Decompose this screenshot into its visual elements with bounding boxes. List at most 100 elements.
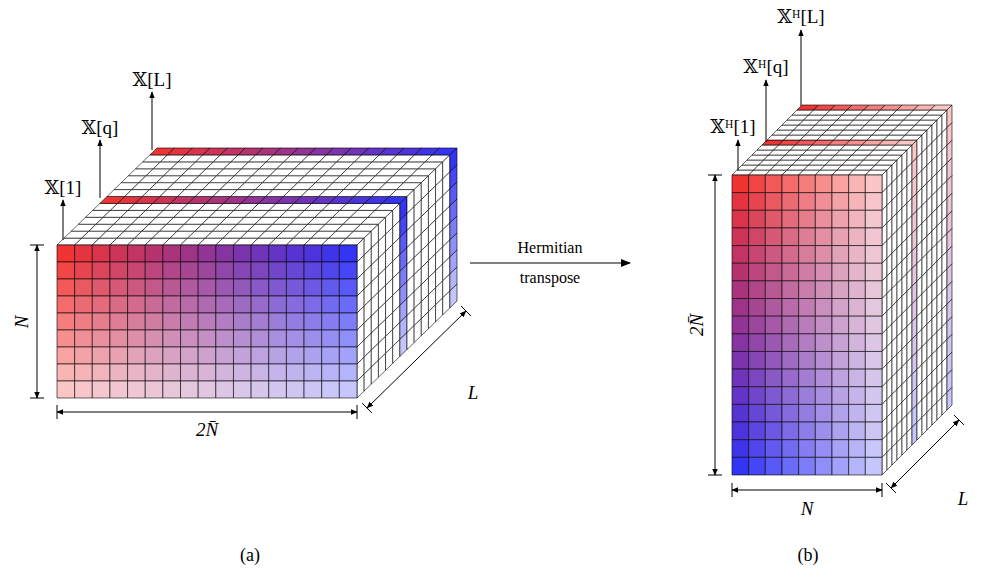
tensor-cell xyxy=(849,299,866,317)
slice-label: 𝕏[q] xyxy=(82,118,119,139)
tensor-cell xyxy=(927,407,932,430)
tensor-cell xyxy=(782,404,799,422)
tensor-cell xyxy=(897,437,902,460)
tensor-cell xyxy=(815,404,832,422)
tensor-cell xyxy=(732,351,749,369)
tensor-cell xyxy=(832,404,849,422)
tensor-cell xyxy=(163,245,181,262)
slice-label: 𝕏[L] xyxy=(132,70,171,91)
tensor-cell xyxy=(75,313,93,330)
tensor-cell xyxy=(128,381,146,398)
edge-label: Hermitian transpose xyxy=(495,233,605,293)
tensor-cell xyxy=(765,281,782,299)
tensor-cell xyxy=(865,316,882,334)
tensor-cell xyxy=(304,364,322,381)
tensor-cell xyxy=(832,351,849,369)
tensor-cell xyxy=(732,228,749,246)
tensor-cell xyxy=(865,440,882,458)
dimension-line xyxy=(891,420,959,488)
tensor-cell xyxy=(815,351,832,369)
tensor-cell xyxy=(57,245,75,262)
tensor-cell xyxy=(322,330,340,347)
tensor-cell xyxy=(732,457,749,475)
tensor-cell xyxy=(216,279,234,296)
dimension-label: N xyxy=(12,316,33,329)
tensor-cell xyxy=(216,330,234,347)
tensor-cell xyxy=(304,381,322,398)
tensor-cell xyxy=(749,387,766,405)
tensor-cell xyxy=(251,330,269,347)
tensor-cell xyxy=(849,263,866,281)
tensor-cell xyxy=(92,279,110,296)
tensor-cell xyxy=(304,330,322,347)
tensor-cell xyxy=(865,263,882,281)
tensor-cell xyxy=(832,457,849,475)
tensor-cell xyxy=(849,228,866,246)
tensor-cell xyxy=(378,353,385,377)
tensor-cell xyxy=(765,175,782,193)
tensor-cell xyxy=(799,263,816,281)
tensor-cell xyxy=(251,245,269,262)
tensor-cell xyxy=(832,210,849,228)
tensor-cell xyxy=(732,193,749,211)
tensor-cell xyxy=(75,381,93,398)
tensor-cell xyxy=(782,299,799,317)
tensor-cell xyxy=(849,281,866,299)
tensor-cell xyxy=(198,364,216,381)
tensor-cell xyxy=(57,381,75,398)
tensor-cell xyxy=(128,313,146,330)
tensor-cell xyxy=(799,246,816,264)
tensor-cell xyxy=(181,347,199,364)
tensor-cell xyxy=(128,347,146,364)
tensor-cell xyxy=(181,279,199,296)
tensor-cell xyxy=(849,210,866,228)
tensor-cell xyxy=(233,381,251,398)
tensor-cell xyxy=(128,245,146,262)
tensor-cell xyxy=(393,339,400,363)
tensor-cell xyxy=(782,387,799,405)
tensor-cell xyxy=(322,296,340,313)
tensor-cell xyxy=(917,417,922,440)
tensor-cell xyxy=(339,347,357,364)
tensor-cell xyxy=(865,351,882,369)
tensor-cell xyxy=(832,422,849,440)
tensor-cell xyxy=(145,296,163,313)
tensor-cell xyxy=(57,279,75,296)
tensor-cell xyxy=(57,330,75,347)
tensor-cell xyxy=(782,193,799,211)
tensor-cell xyxy=(251,381,269,398)
tensor-cell xyxy=(339,245,357,262)
tensor-cell xyxy=(286,313,304,330)
tensor-cell xyxy=(749,263,766,281)
tensor-cell xyxy=(386,346,393,370)
tensor-cell xyxy=(815,440,832,458)
tensor-cell xyxy=(163,330,181,347)
tensor-cell xyxy=(216,262,234,279)
dimension-label: L xyxy=(958,489,969,510)
tensor-cell xyxy=(339,262,357,279)
tensor-cell xyxy=(233,296,251,313)
tensor-cell xyxy=(865,299,882,317)
tensor-cell xyxy=(57,347,75,364)
tensor-cell xyxy=(732,387,749,405)
tensor-cell xyxy=(286,381,304,398)
tensor-cell xyxy=(799,369,816,387)
tensor-cell xyxy=(782,422,799,440)
tensor-cell xyxy=(128,296,146,313)
tensor-cell xyxy=(732,440,749,458)
tensor-cell xyxy=(942,392,947,415)
tensor-cell xyxy=(765,351,782,369)
tensor-cell xyxy=(286,279,304,296)
tensor-cell xyxy=(815,246,832,264)
tensor-cell xyxy=(749,316,766,334)
tensor-cell xyxy=(799,299,816,317)
tensor-cell xyxy=(163,296,181,313)
tensor-cell xyxy=(832,175,849,193)
tensor-cell xyxy=(849,334,866,352)
tensor-cell xyxy=(799,193,816,211)
tensor-cell xyxy=(815,210,832,228)
tensor-cell xyxy=(269,279,287,296)
tensor-cell xyxy=(357,374,364,398)
tensor-cell xyxy=(865,457,882,475)
tensor-cell xyxy=(110,262,128,279)
